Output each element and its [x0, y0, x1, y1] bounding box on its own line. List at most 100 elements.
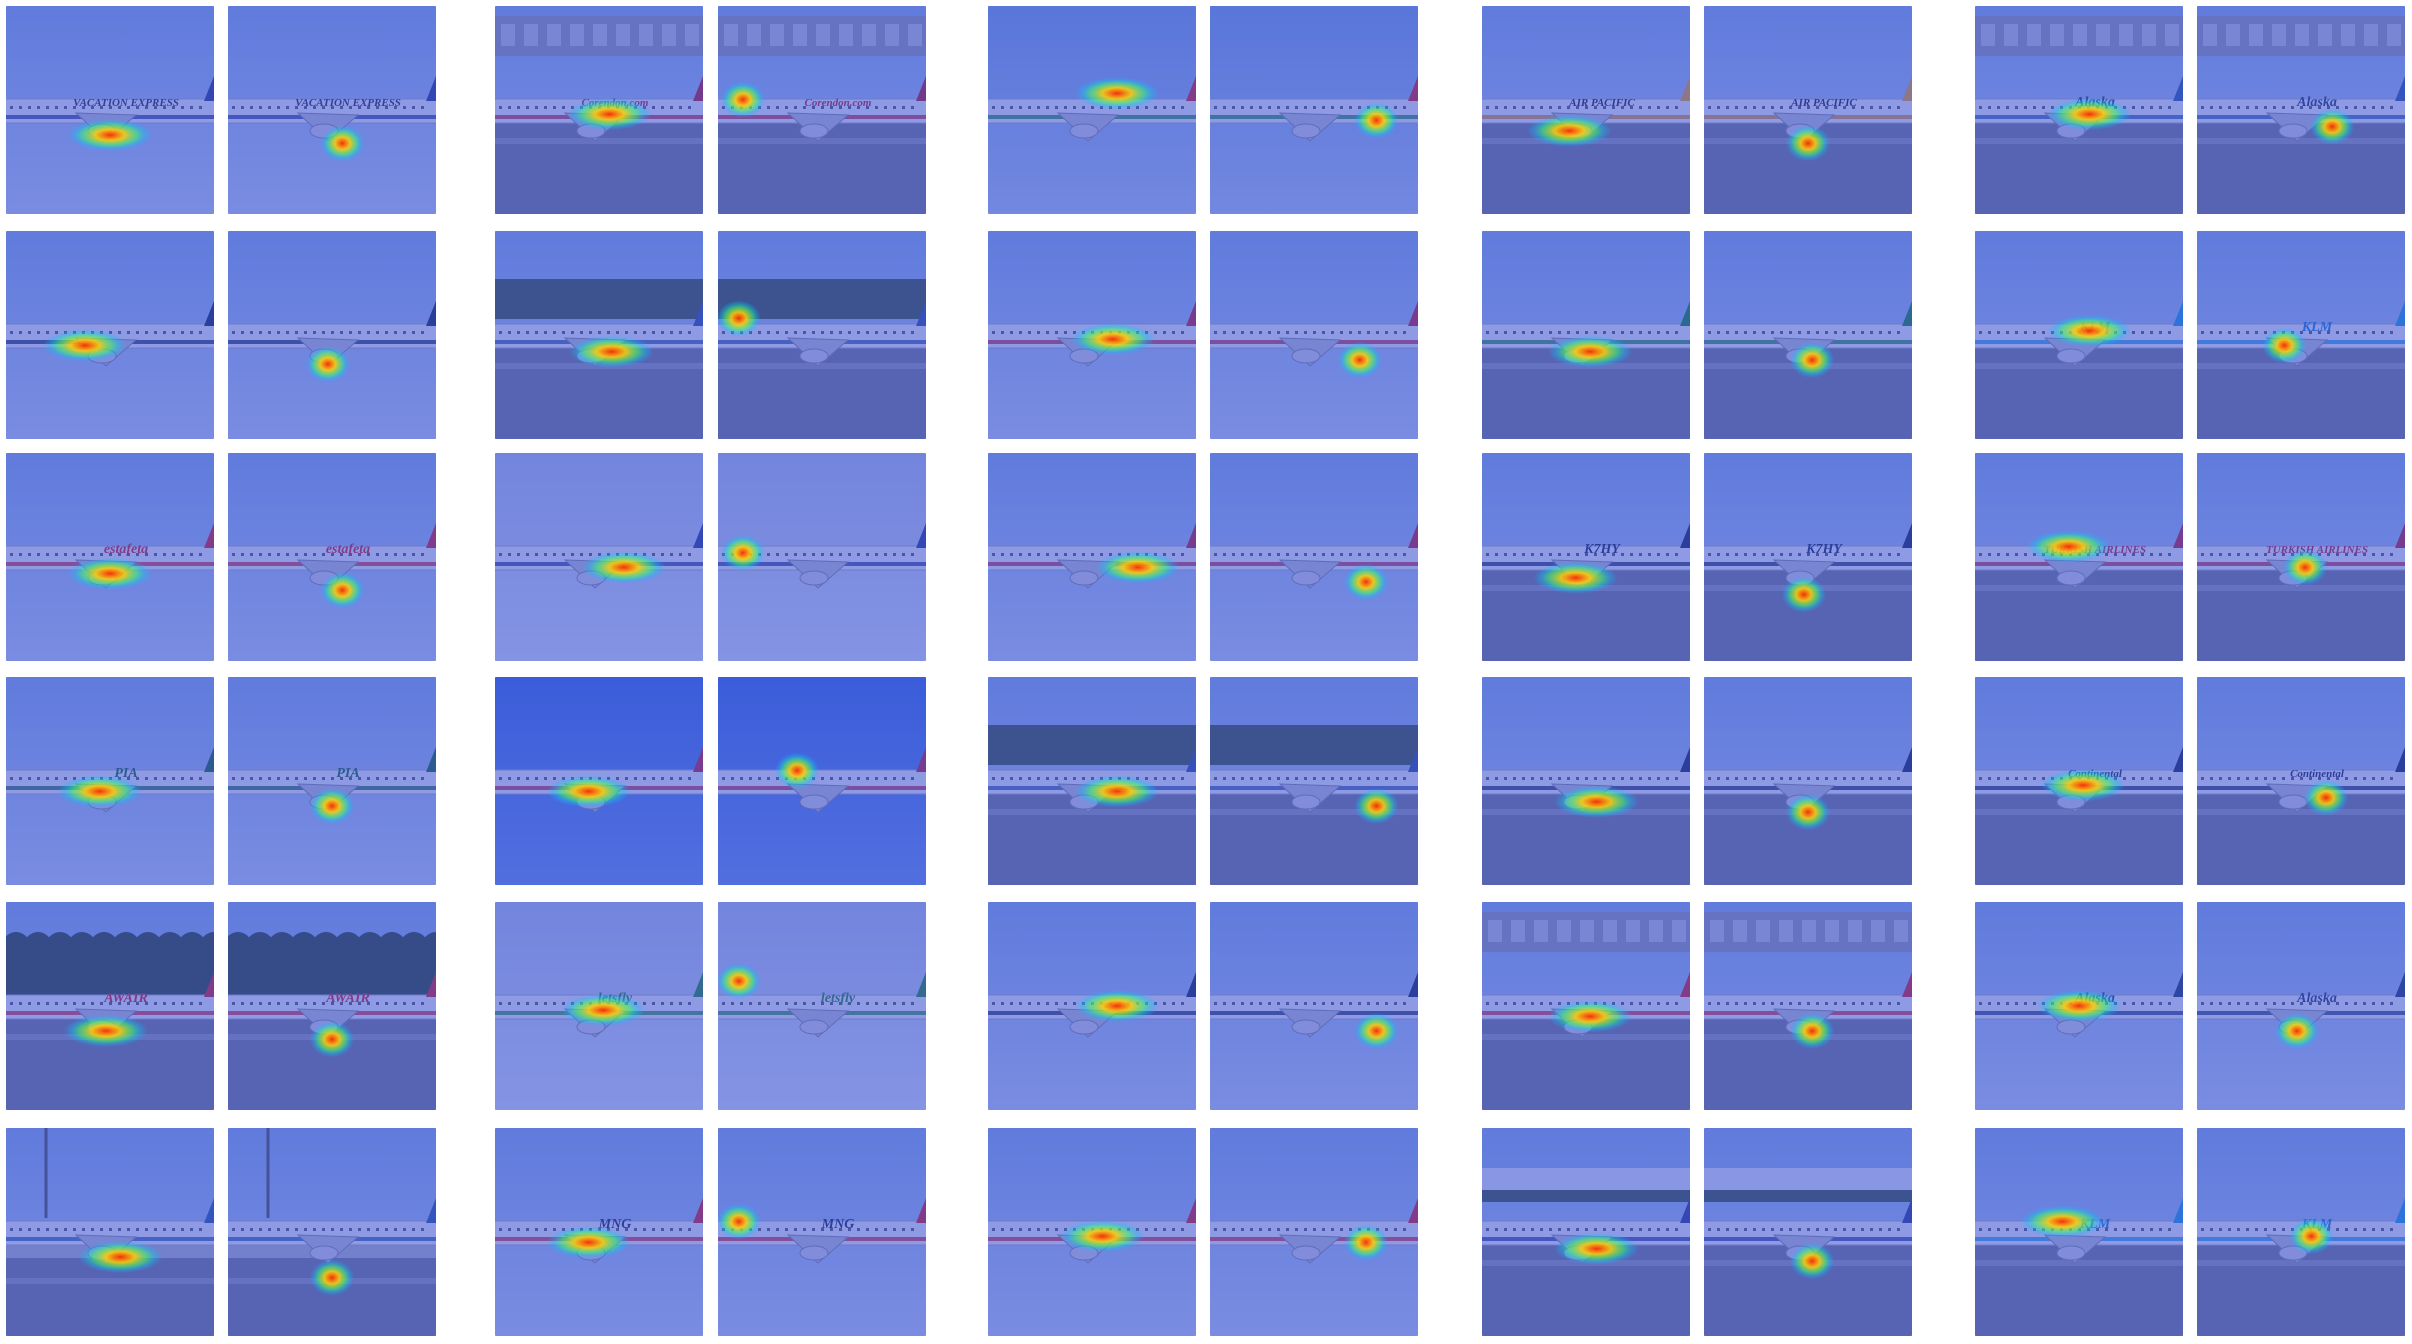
attention-map-tile: [228, 231, 436, 439]
aircraft-photo: [495, 453, 703, 661]
heatmap-blob: [718, 963, 761, 1000]
aircraft-photo: [1482, 231, 1690, 439]
aircraft-photo: Alaska: [1975, 6, 2183, 214]
heatmap-blob: [1533, 561, 1618, 594]
attention-map-tile: Corendon.com: [495, 6, 703, 214]
heatmap-blob: [567, 98, 652, 131]
attention-map-tile: [1210, 453, 1418, 661]
attention-map-tile: [988, 453, 1196, 661]
attention-map-tile: AIR PACIFIC: [1482, 6, 1690, 214]
aircraft-photo: K7HY: [1482, 453, 1690, 661]
aircraft-photo: [1704, 1128, 1912, 1336]
heatmap-blob: [2037, 990, 2121, 1022]
aircraft-photo: [1210, 677, 1418, 885]
heatmap-blob: [775, 752, 820, 789]
heatmap-blob: [1070, 323, 1155, 356]
heatmap-blob: [1074, 77, 1159, 110]
aircraft-photo: [1210, 6, 1418, 214]
aircraft-photo: [1482, 902, 1690, 1110]
aircraft-photo: MNG: [495, 1128, 703, 1336]
attention-map-tile: [495, 231, 703, 439]
heatmap-blob: [2274, 1012, 2319, 1049]
heatmap-blob: [2026, 530, 2111, 563]
attention-map-tile: [1210, 231, 1418, 439]
heatmap-blob: [57, 775, 142, 808]
heatmap-blob: [68, 118, 152, 151]
heatmap-blob: [2310, 108, 2355, 145]
aircraft-photo: Alaska: [2197, 902, 2405, 1110]
heatmap-blob: [1781, 576, 1826, 613]
heatmap-blob: [546, 1226, 631, 1259]
attention-map-tile: [1482, 1128, 1690, 1336]
aircraft-photo: [495, 677, 703, 885]
heatmap-blob: [581, 551, 666, 584]
heatmap-blob: [305, 346, 350, 383]
aircraft-photo: [1482, 1128, 1690, 1336]
heatmap-blob: [68, 557, 152, 590]
heatmap-blob: [1548, 335, 1633, 368]
attention-map-tile: K7HY: [1704, 453, 1912, 661]
heatmap-blob: [310, 1259, 354, 1296]
aircraft-photo: AWAIR: [228, 902, 436, 1110]
attention-map-tile: Continental: [1975, 677, 2183, 885]
attention-map-tile: estafeta: [228, 453, 436, 661]
heatmap-blob: [1337, 341, 1382, 378]
aircraft-photo: MNG: [718, 1128, 926, 1336]
attention-map-tile: [1210, 677, 1418, 885]
aircraft-photo: AWAIR: [6, 902, 214, 1110]
heatmap-blob: [1344, 1224, 1388, 1261]
aircraft-photo: [1210, 453, 1418, 661]
aircraft-photo: TURKISH AIRLINES: [2197, 453, 2405, 661]
aircraft-photo: [988, 902, 1196, 1110]
heatmap-blob: [1790, 341, 1835, 378]
heatmap-blob: [718, 300, 761, 337]
aircraft-photo: [6, 231, 214, 439]
heatmap-blob: [1786, 125, 1830, 162]
aircraft-photo: [718, 453, 926, 661]
attention-map-tile: KLM: [1975, 1128, 2183, 1336]
attention-map-tile: [1482, 231, 1690, 439]
aircraft-photo: [988, 231, 1196, 439]
attention-map-tile: KLM: [2197, 231, 2405, 439]
attention-map-tile: TURKISH AIRLINES: [1975, 453, 2183, 661]
heatmap-blob: [43, 329, 128, 362]
aircraft-photo: [228, 1128, 436, 1336]
attention-map-tile: [6, 231, 214, 439]
attention-map-tile: [1210, 1128, 1418, 1336]
aircraft-photo: [1482, 677, 1690, 885]
heatmap-blob: [1344, 563, 1388, 600]
attention-map-tile: TURKISH AIRLINES: [2197, 453, 2405, 661]
aircraft-photo: [1210, 231, 1418, 439]
aircraft-photo: [1704, 902, 1912, 1110]
attention-map-tile: MNG: [495, 1128, 703, 1336]
heatmap-blob: [320, 572, 365, 609]
attention-map-tile: Alaska: [1975, 902, 2183, 1110]
attention-map-tile: Alaska: [2197, 902, 2405, 1110]
heatmap-blob: [310, 1021, 354, 1058]
attention-map-tile: [718, 231, 926, 439]
heatmap-blob: [561, 994, 646, 1027]
attention-map-tile: [988, 902, 1196, 1110]
aircraft-photo: Alaska: [2197, 6, 2405, 214]
attention-map-tile: [718, 677, 926, 885]
heatmap-blob: [2047, 314, 2132, 347]
aircraft-photo: Corendon.com: [718, 6, 926, 214]
heatmap-blob: [1548, 1000, 1633, 1033]
attention-map-tile: [988, 677, 1196, 885]
attention-map-tile: KLM: [2197, 1128, 2405, 1336]
aircraft-photo: [988, 6, 1196, 214]
heatmap-blob: [2020, 1205, 2105, 1238]
aircraft-photo: [228, 231, 436, 439]
heatmap-blob: [1074, 775, 1159, 808]
attention-map-tile: [1210, 6, 1418, 214]
aircraft-photo: letsfly: [495, 902, 703, 1110]
attention-map-tile: PIA: [228, 677, 436, 885]
attention-map-tile: [495, 677, 703, 885]
heatmap-blob: [1354, 787, 1399, 824]
aircraft-photo: [1210, 902, 1418, 1110]
heatmap-blob: [718, 1203, 761, 1240]
heatmap-blob: [2047, 98, 2132, 131]
attention-map-tile: [1704, 677, 1912, 885]
aircraft-photo: [495, 231, 703, 439]
